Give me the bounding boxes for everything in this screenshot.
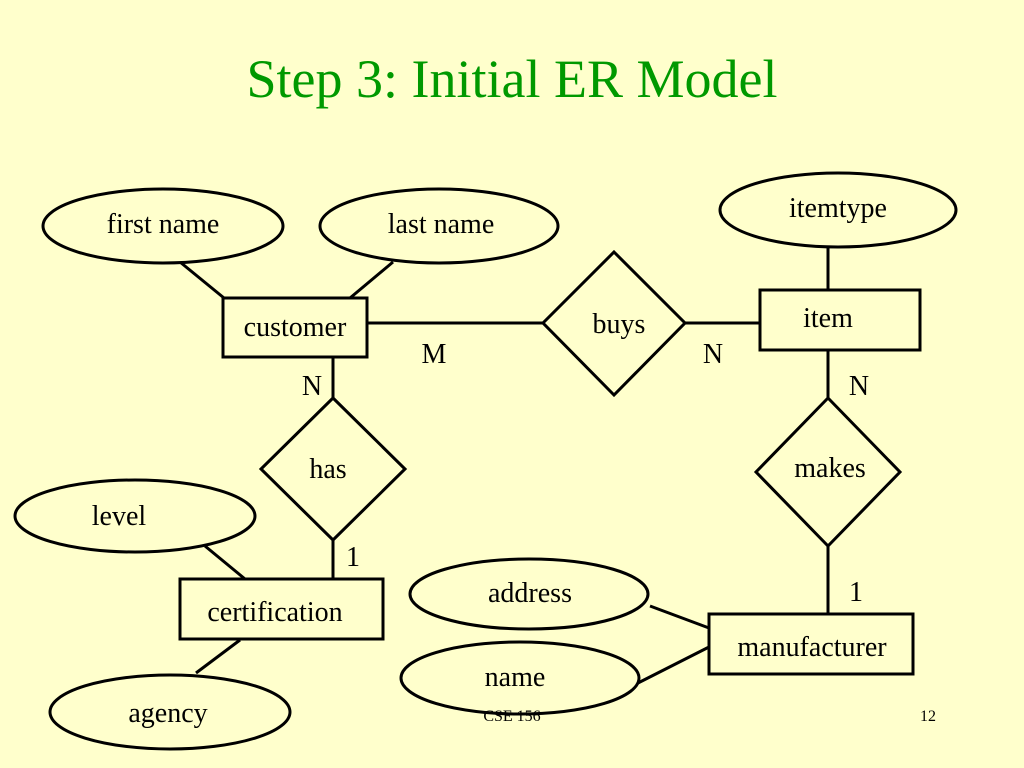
relationship-buys-diamond <box>540 249 688 398</box>
entity-customer-box <box>221 296 369 359</box>
attribute-level: level <box>92 501 147 532</box>
entity-customer: customer <box>244 312 347 343</box>
attribute-first-name-ellipse <box>41 187 285 265</box>
attribute-first-name: first name <box>107 209 220 240</box>
footer-course: CSE 156 <box>483 708 541 725</box>
cardinality-item-buys: N <box>703 339 723 370</box>
attribute-itemtype: itemtype <box>789 193 887 224</box>
entity-item: item <box>803 303 853 334</box>
attribute-last-name-ellipse <box>318 187 560 265</box>
entity-item-box <box>758 288 922 352</box>
cardinality-customer-buys: M <box>422 339 447 370</box>
entity-manufacturer: manufacturer <box>737 632 887 663</box>
edge-level-certification <box>204 544 246 581</box>
entity-manufacturer-box <box>707 612 915 676</box>
cardinality-manufacturer-makes: 1 <box>849 577 863 608</box>
entity-certification: certification <box>207 597 342 628</box>
relationship-has-diamond <box>258 395 408 543</box>
page-number: 12 <box>920 708 936 725</box>
edge-firstname-customer <box>179 260 225 300</box>
attribute-level-ellipse <box>13 478 257 554</box>
edge-agency-certification <box>195 638 241 675</box>
relationship-buys: buys <box>593 309 646 340</box>
attribute-address: address <box>488 578 572 609</box>
edge-address-manufacturer <box>649 604 710 630</box>
attribute-name: name <box>485 662 546 693</box>
edge-lastname-customer <box>349 260 394 300</box>
relationship-has: has <box>309 454 346 485</box>
edge-name-manufacturer <box>637 645 710 685</box>
attribute-name-ellipse <box>399 640 641 716</box>
cardinality-item-makes: N <box>849 371 869 402</box>
cardinality-certification-has: 1 <box>346 542 360 573</box>
relationship-makes-diamond <box>753 395 903 549</box>
relationship-makes: makes <box>794 453 866 484</box>
attribute-agency: agency <box>128 698 207 729</box>
slide-title: Step 3: Initial ER Model <box>246 49 778 109</box>
attribute-last-name: last name <box>388 209 495 240</box>
cardinality-customer-has: N <box>302 371 322 402</box>
entity-certification-box <box>178 577 385 641</box>
attribute-agency-ellipse <box>48 673 292 751</box>
attribute-itemtype-ellipse <box>718 171 958 249</box>
attribute-address-ellipse <box>408 557 650 631</box>
